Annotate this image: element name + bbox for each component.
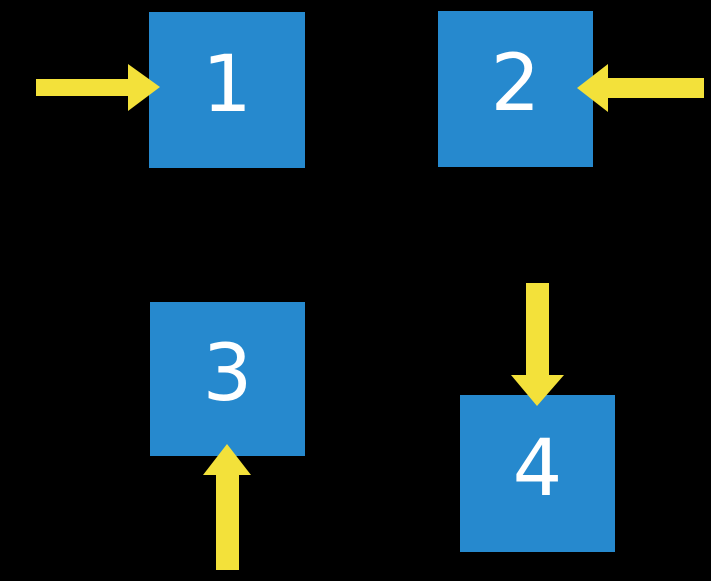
arrow-right-icon [36,64,160,111]
square-3-label: 3 [202,329,253,419]
square-4-label: 4 [512,423,563,514]
square-1-label: 1 [202,40,252,130]
square-3: 3 [150,302,305,456]
square-2-label: 2 [490,39,541,129]
square-4: 4 [460,395,615,552]
square-2: 2 [438,11,593,167]
square-1: 1 [149,12,305,168]
arrow-up-icon [203,444,251,570]
arrow-left-icon [577,64,704,112]
arrow-down-icon [511,283,564,406]
